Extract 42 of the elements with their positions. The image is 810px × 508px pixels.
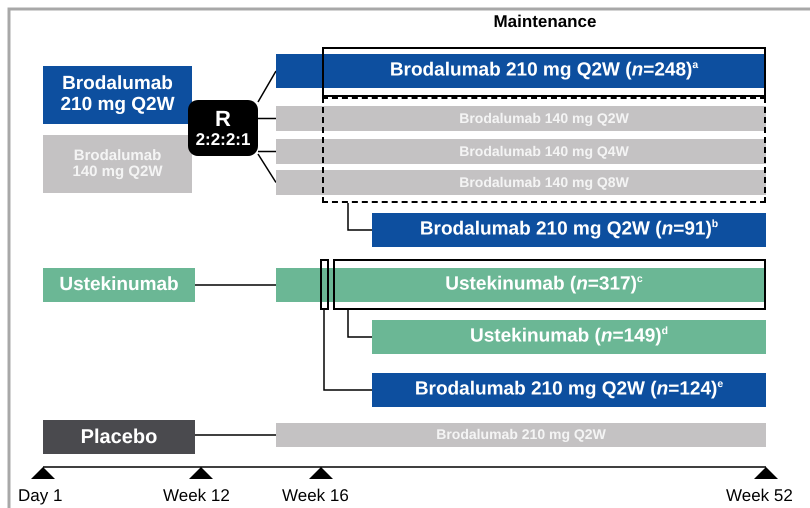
treatment-bar (276, 423, 766, 447)
arm-box (43, 268, 195, 302)
treatment-label: Brodalumab 210 mg Q2W (n=91)$^{b}$ (420, 219, 718, 241)
connector-line (195, 434, 276, 436)
allocation-ratio: 2:2:2:1 (196, 130, 250, 150)
treatment-bar (276, 268, 766, 302)
timepoint-label: Day 1 (18, 486, 62, 506)
treatment-bar (372, 213, 766, 247)
phase-heading: Maintenance (492, 12, 598, 32)
treatment-bar (276, 139, 766, 164)
treatment-label: Placebo (80, 426, 158, 448)
arm-box (43, 135, 192, 193)
treatment-bar (372, 373, 766, 407)
group-outline (322, 97, 766, 203)
arm-box (43, 420, 195, 454)
treatment-bar (276, 106, 766, 131)
group-outline (333, 259, 766, 310)
connector-line (195, 284, 276, 286)
connector-line (347, 310, 372, 338)
treatment-label: Brodalumab 210 mg Q2W (59, 74, 176, 116)
connector-line (347, 203, 372, 231)
treatment-label: Ustekinumab (n=149)$^{d}$ (470, 326, 668, 348)
treatment-bar (276, 54, 766, 88)
connector-line (257, 70, 277, 102)
arm-box (43, 66, 192, 124)
randomization-box (188, 100, 258, 156)
connector-line (258, 150, 276, 152)
treatment-label: Ustekinumab (59, 274, 179, 296)
connector-line (257, 154, 277, 183)
treatment-bar (372, 320, 766, 354)
timepoint-label: Week 12 (163, 486, 230, 506)
treatment-label: Brodalumab 210 mg Q2W (n=124)$^{e}$ (414, 379, 724, 401)
treatment-bar (276, 170, 766, 195)
group-outline (320, 259, 329, 310)
connector-line (323, 310, 372, 391)
randomization-label: R (215, 106, 231, 131)
timepoint-label: Week 16 (282, 486, 349, 506)
treatment-label: Brodalumab 210 mg Q2W (n=248)$^{a}$ (390, 60, 698, 82)
treatment-label: Ustekinumab (n=317)$^{c}$ (445, 274, 643, 296)
group-outline (322, 47, 766, 97)
connector-line (258, 118, 276, 120)
timepoint-label: Week 52 (726, 486, 793, 506)
